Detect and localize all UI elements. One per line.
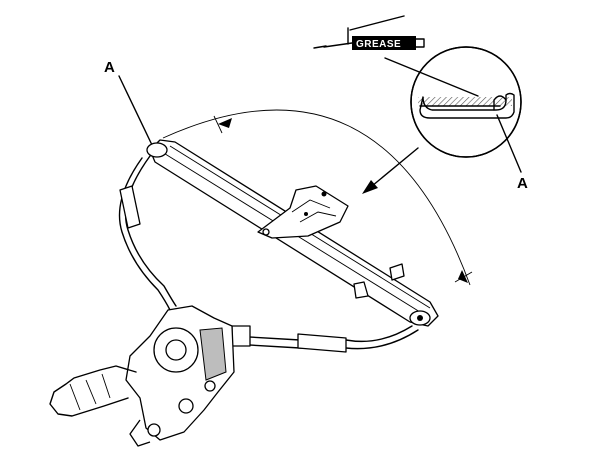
detail-pointer-arrow xyxy=(362,147,419,194)
grease-leader-line xyxy=(384,57,479,97)
leader-line-a-left xyxy=(118,75,153,146)
travel-dimension-arc xyxy=(162,109,473,286)
glass-lift-bracket xyxy=(257,185,349,239)
regulator-cable xyxy=(118,155,419,353)
callout-label-a-right: A xyxy=(517,175,528,192)
window-motor xyxy=(49,305,235,447)
rail-tab-upper xyxy=(389,263,405,281)
callout-label-a-left: A xyxy=(104,59,115,76)
grease-gun-icon: GREASE xyxy=(313,15,425,50)
grease-label: GREASE xyxy=(356,39,401,50)
leader-line-a-right xyxy=(496,114,522,173)
rail-tab-lower xyxy=(353,281,369,299)
detail-magnifier xyxy=(410,46,522,158)
